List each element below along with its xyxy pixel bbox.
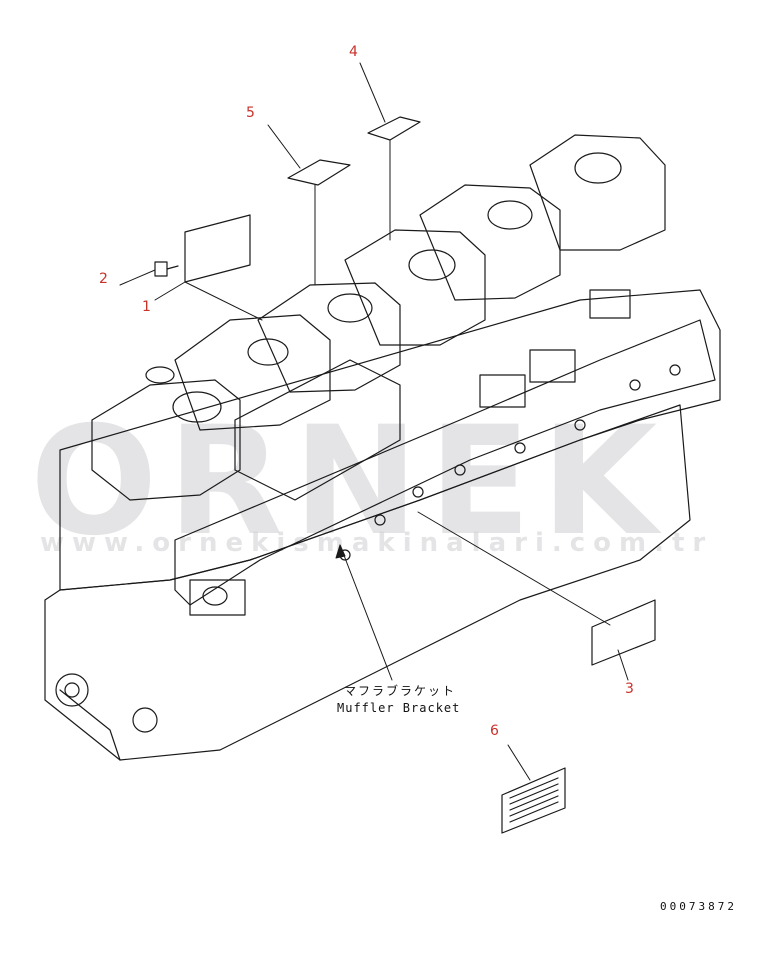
callout-1: 1 <box>142 299 151 315</box>
rocker-covers <box>91 134 666 501</box>
leader-lines <box>119 62 629 781</box>
callout-6: 6 <box>490 723 499 739</box>
part-1-plate <box>184 214 251 283</box>
callout-2: 2 <box>99 271 108 287</box>
engine-block <box>44 289 721 761</box>
muffler-bracket-label-jp: マフラブラケット <box>344 684 457 698</box>
muffler-bracket-label-en: Muffler Bracket <box>337 701 461 715</box>
part-4-label <box>367 116 421 141</box>
document-number: 00073872 <box>660 900 737 913</box>
part-5-label <box>287 159 351 186</box>
callout-4: 4 <box>349 44 358 60</box>
callout-5: 5 <box>246 105 255 121</box>
watermark-url: www.ornekismakinalari.com.tr <box>40 528 714 558</box>
part-6-label <box>501 767 566 834</box>
callout-3: 3 <box>625 681 634 697</box>
part-2-bolt <box>154 261 179 277</box>
part-3-label <box>591 599 656 666</box>
watermark-brand: ORNEK <box>30 395 668 569</box>
